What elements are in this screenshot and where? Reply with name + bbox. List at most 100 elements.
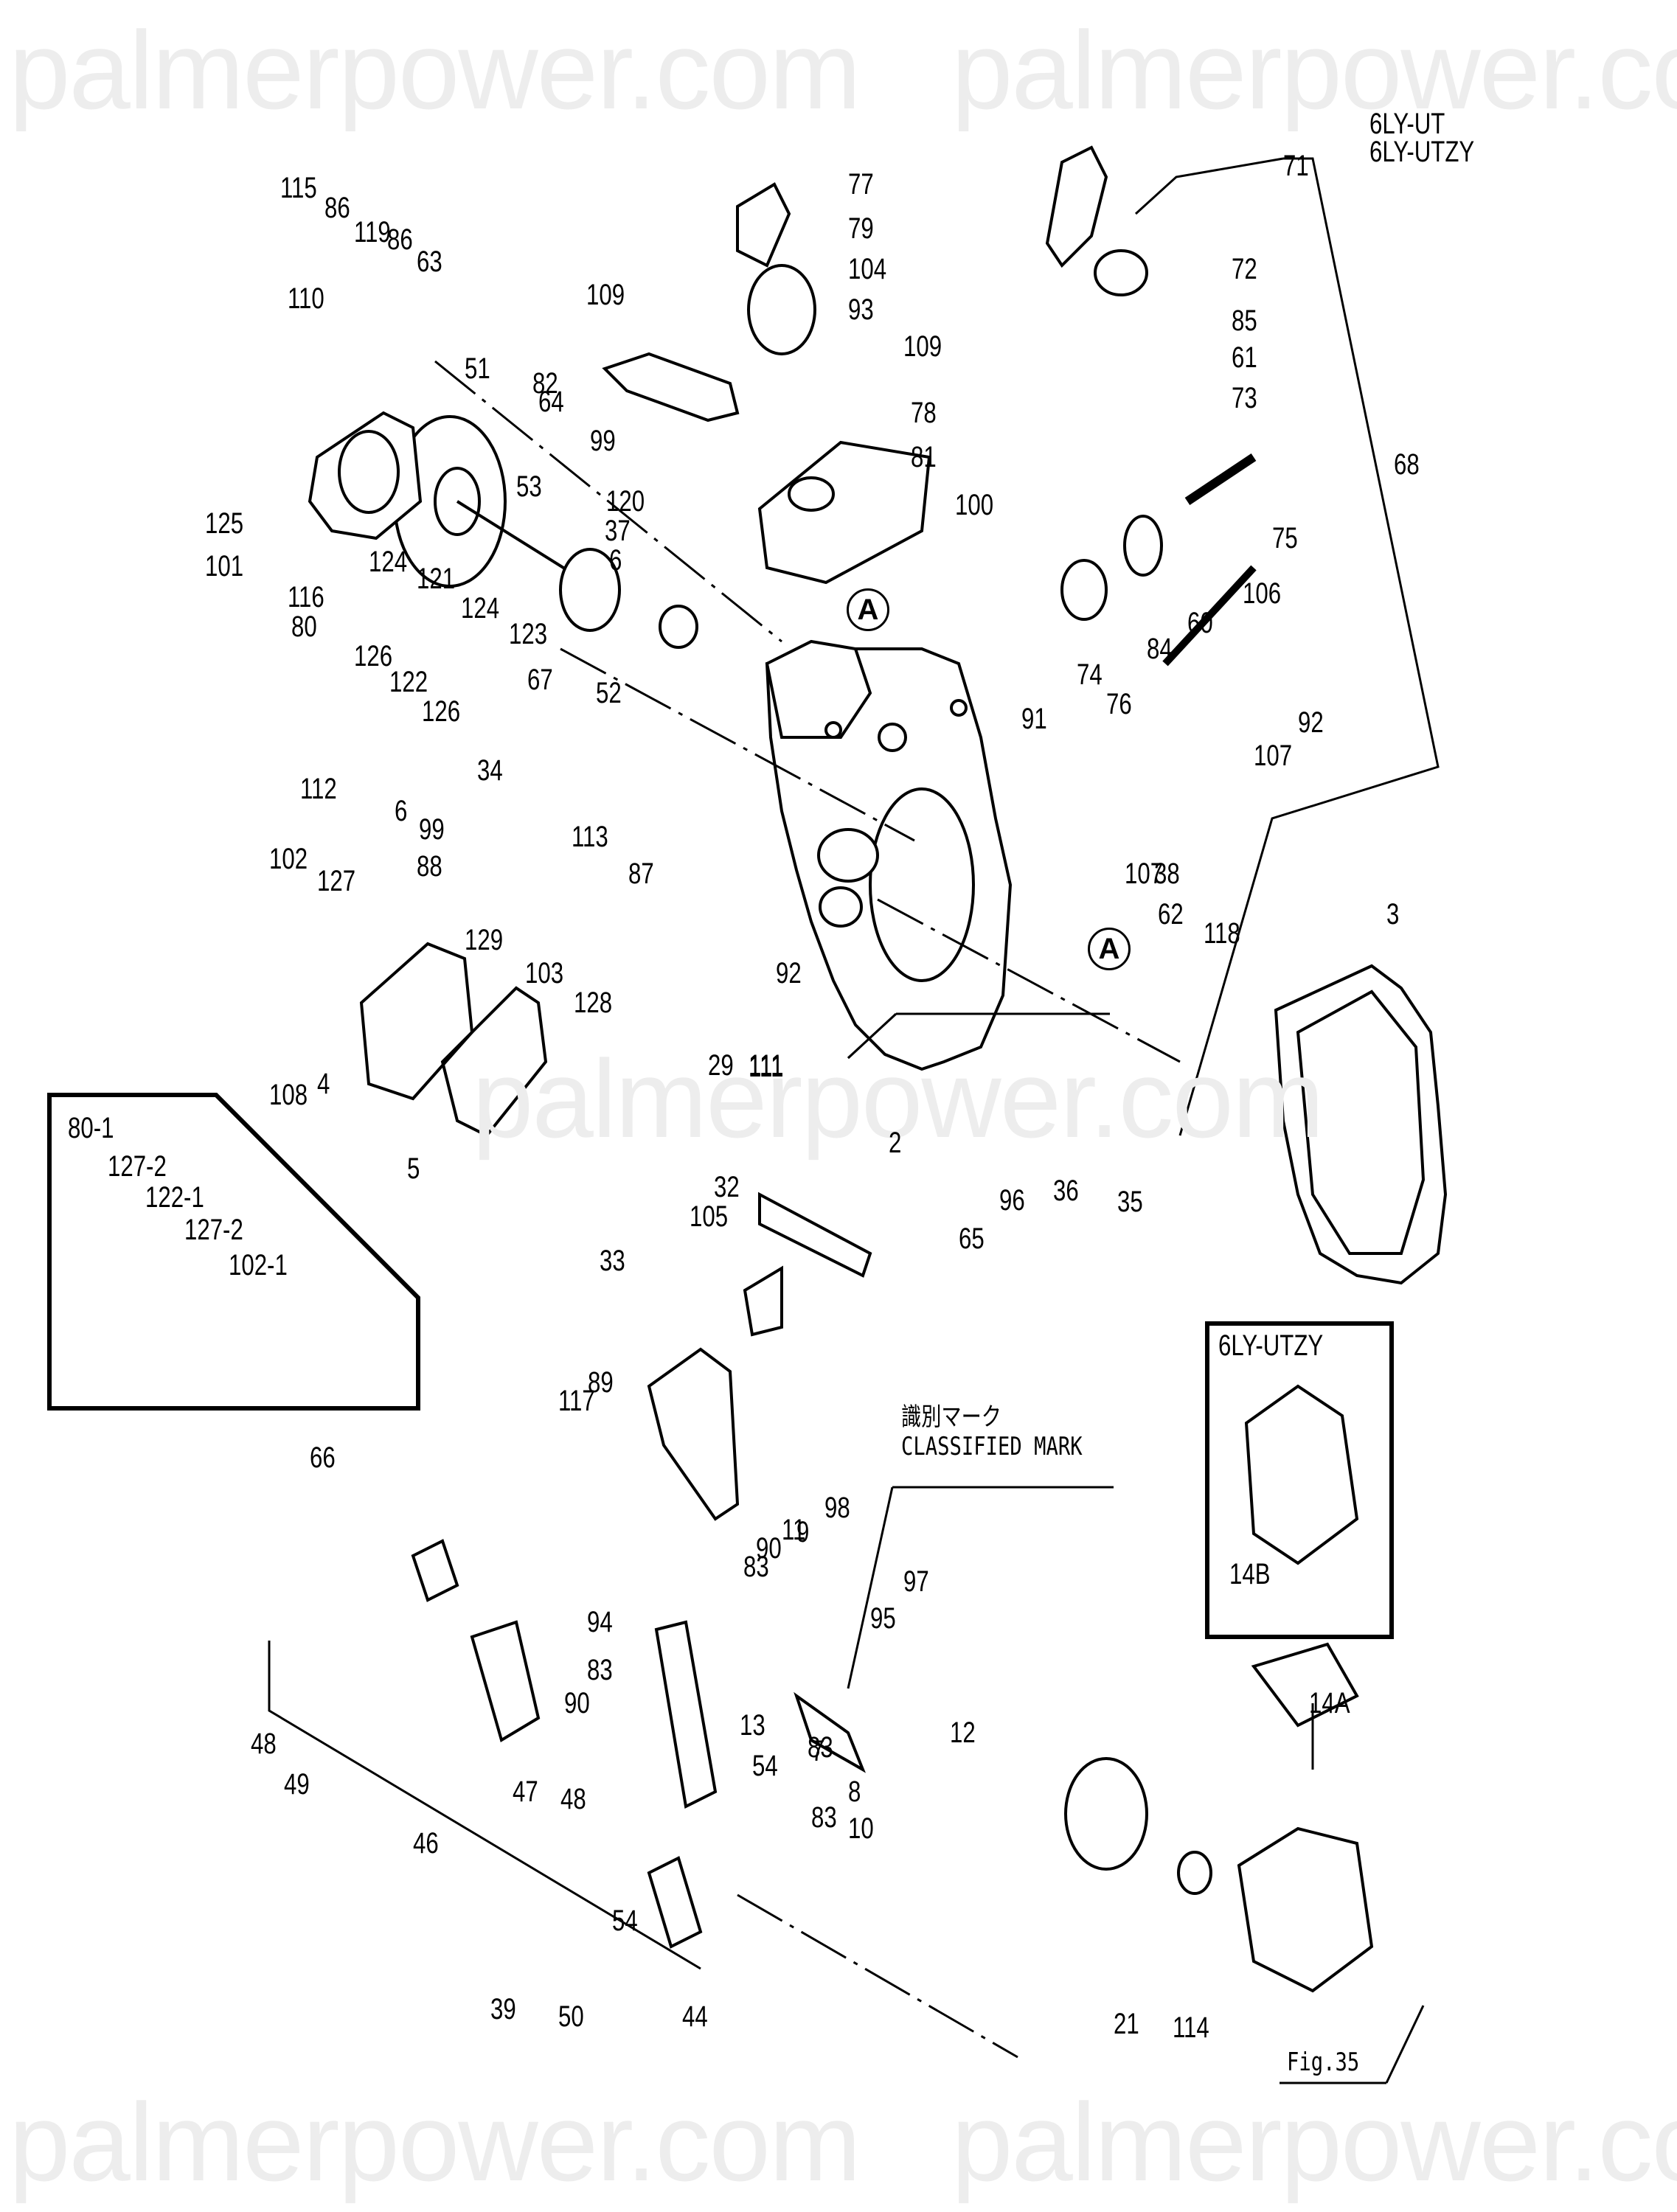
- part-number-label: 34: [477, 754, 503, 787]
- part-number-label: 107: [1254, 740, 1293, 772]
- part-number-label: 66: [310, 1441, 336, 1474]
- part-number-label: 105: [690, 1200, 729, 1233]
- bracket-33: [647, 1347, 740, 1521]
- part-number-label: 98: [824, 1492, 850, 1524]
- lever-71: [1045, 145, 1108, 268]
- part-number-label: 100: [955, 489, 994, 521]
- part-number-label: 62: [1158, 898, 1184, 931]
- part-number-label: 10: [848, 1812, 874, 1845]
- part-number-label: 88: [417, 850, 442, 883]
- part-number-label: 122: [389, 666, 428, 698]
- part-number-label: 112: [300, 773, 337, 805]
- part-number-label: 91: [1021, 703, 1047, 735]
- rod-53: [456, 500, 577, 577]
- inset-part-label: 127-2: [184, 1214, 243, 1246]
- gasket-5: [440, 986, 548, 1138]
- callout-a-upper: A: [847, 588, 889, 631]
- part-number-label: 7: [811, 1735, 824, 1767]
- part-number-label: 128: [574, 987, 613, 1019]
- part-number-label: 29: [708, 1049, 734, 1082]
- part-number-label: 108: [269, 1079, 308, 1111]
- watermark-center: palmerpower.com: [472, 1037, 1324, 1161]
- part-number-label: 2: [889, 1127, 902, 1159]
- part-number-label: 3: [1386, 898, 1400, 931]
- part-number-label: 80: [291, 611, 317, 643]
- part-number-label: 11: [782, 1514, 806, 1546]
- part-number-label: 51: [465, 352, 490, 385]
- part-number-label: 93: [848, 293, 874, 326]
- inset-part-label: 127-2: [108, 1150, 167, 1183]
- part-number-label: 89: [588, 1366, 614, 1399]
- part-number-label: 4: [317, 1068, 330, 1100]
- part-number-label: 109: [903, 330, 942, 363]
- lever-48: [411, 1539, 459, 1602]
- part-number-label: 39: [490, 1993, 516, 2025]
- part-number-label: 35: [1117, 1186, 1143, 1218]
- part-number-label: 124: [461, 592, 500, 625]
- part-number-label: 54: [752, 1750, 778, 1782]
- watermark-top-right: palmerpower.com: [951, 8, 1677, 132]
- part-number-label: 102: [269, 843, 308, 875]
- part-number-label: 104: [848, 253, 887, 285]
- inset-frame-alt-parts: [47, 1093, 420, 1411]
- part-number-label: 97: [903, 1565, 929, 1598]
- part-number-label: 47: [513, 1775, 538, 1808]
- part-number-label: 115: [280, 172, 317, 204]
- part-number-label: 86: [324, 192, 350, 224]
- part-105: [743, 1265, 783, 1337]
- part-number-label: 8: [848, 1775, 861, 1808]
- cover-78: [757, 440, 931, 585]
- part-number-label: 46: [413, 1827, 439, 1860]
- pump-housing: [765, 639, 1013, 1071]
- figure-reference: Fig.35: [1287, 2048, 1360, 2077]
- part-number-label: 33: [600, 1245, 625, 1277]
- part-number-label: 94: [587, 1606, 613, 1638]
- part-number-label: 36: [1053, 1175, 1079, 1207]
- lever-48b: [647, 1856, 703, 1949]
- part-number-label: 119: [354, 216, 391, 248]
- part-number-label: 84: [1147, 633, 1173, 665]
- part-number-label: 37: [605, 515, 631, 547]
- part-number-label: 85: [1232, 305, 1257, 337]
- part-number-label: 77: [848, 168, 874, 201]
- gasket-3: [1274, 964, 1448, 1285]
- inset-part-label: 122-1: [145, 1181, 204, 1214]
- cover-4: [359, 942, 474, 1101]
- part-number-label: 117: [558, 1385, 595, 1417]
- classified-mark-en: CLASSIFIED MARK: [901, 1432, 1083, 1461]
- model-label-6ly-ut: 6LY-UT: [1369, 108, 1445, 140]
- lever-50: [470, 1620, 541, 1743]
- part-number-label: 64: [538, 386, 564, 418]
- part-number-label: 9: [796, 1516, 810, 1548]
- center-lines: [434, 360, 1181, 2059]
- part-number-label: 83: [743, 1551, 769, 1583]
- part-number-label: 99: [590, 425, 616, 457]
- spring-60: [1123, 515, 1163, 577]
- part-number-label: 124: [369, 546, 408, 578]
- gasket-3-inner: [1296, 990, 1426, 1255]
- part-number-label: 32: [714, 1171, 740, 1203]
- part-number-label: 107: [1125, 858, 1164, 890]
- part-number-label: 48: [251, 1728, 277, 1760]
- part-number-label: 129: [465, 924, 504, 956]
- part-number-label: 103: [525, 957, 564, 990]
- part-number-label: 110: [288, 282, 324, 315]
- part-number-label: 6: [609, 544, 622, 577]
- spring-79: [747, 264, 816, 355]
- part-number-label: 83: [811, 1801, 837, 1834]
- part-number-label: 126: [422, 695, 461, 728]
- part-number-label: 63: [417, 246, 442, 278]
- part-number-label: 54: [612, 1905, 638, 1937]
- part-number-label: 72: [1232, 253, 1257, 285]
- part-number-label: 21: [1114, 2008, 1139, 2040]
- part-number-label: 14A: [1309, 1687, 1350, 1719]
- part-number-label: 44: [682, 2000, 708, 2033]
- callout-a-lower: A: [1088, 928, 1131, 970]
- part-number-label: 114: [1173, 2011, 1209, 2044]
- part-number-label: 123: [509, 618, 548, 650]
- part-75: [1184, 453, 1257, 505]
- part-number-label: 68: [1394, 448, 1420, 481]
- part-14A-upper: [1251, 1642, 1359, 1728]
- inset-6ly-utzy-title: 6LY-UTZY: [1218, 1329, 1324, 1362]
- lever-7-arm: [654, 1620, 718, 1809]
